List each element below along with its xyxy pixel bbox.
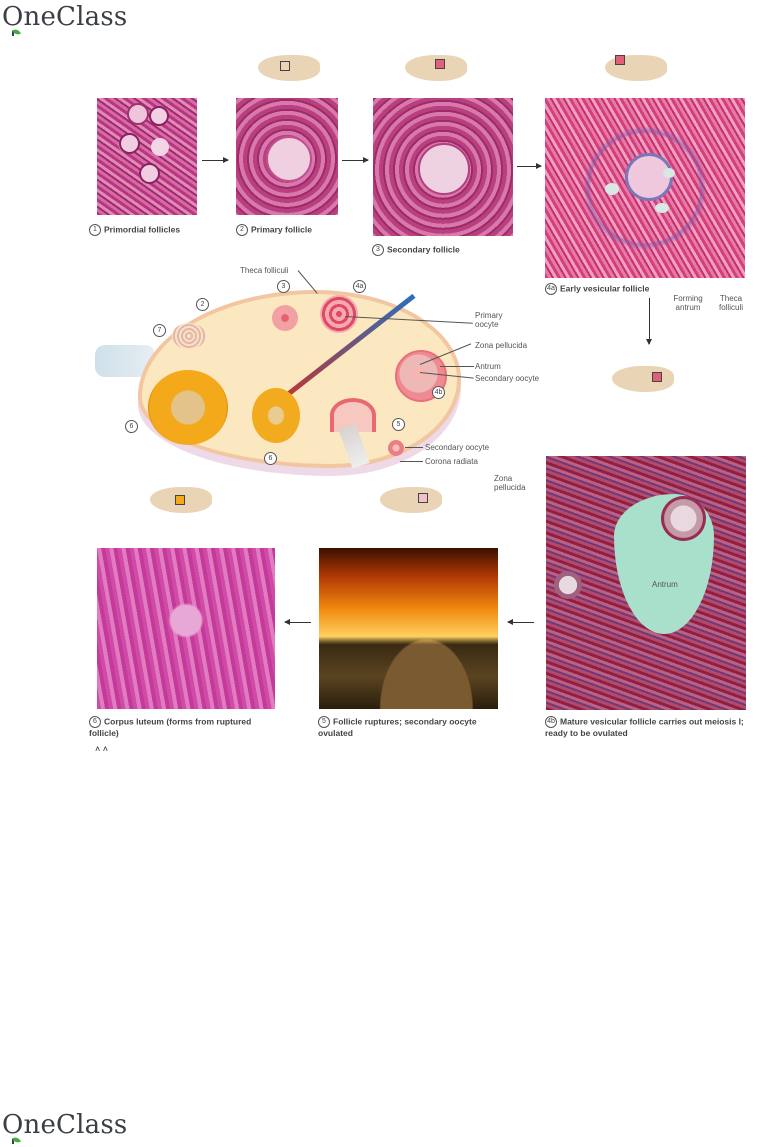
label-forming-antrum: Forming antrum xyxy=(673,294,703,312)
label-theca-folliculi-4a: Theca folliculi xyxy=(718,294,743,312)
logo-text: OneClass xyxy=(2,1110,128,1140)
corpus-luteum-small xyxy=(252,388,300,443)
oneclass-logo-header: OneClass xyxy=(2,2,128,37)
logo-text: OneClass xyxy=(2,2,128,32)
stray-marks: ˄ ˄ xyxy=(95,744,109,754)
arrow-3-to-4a xyxy=(517,163,542,169)
ovary-locator-5 xyxy=(380,487,442,513)
ovary-locator-6 xyxy=(150,487,212,513)
label-secondary-oocyte-1: Secondary oocyte xyxy=(475,374,540,383)
panel-primary-follicle-image xyxy=(236,98,338,215)
panel-follicle-rupture-image xyxy=(319,548,498,709)
marker-5: 5 xyxy=(392,418,405,431)
label-zona-pellucida-4b: Zona pellucida xyxy=(494,474,526,492)
ovulated-oocyte xyxy=(388,440,404,456)
corpus-albicans xyxy=(172,323,206,349)
label-antrum-4b: Antrum xyxy=(652,580,678,589)
arrow-4a-to-4b xyxy=(646,298,652,345)
label-secondary-oocyte-2: Secondary oocyte xyxy=(425,443,490,452)
ovary-locator-4b xyxy=(612,366,674,392)
marker-7: 7 xyxy=(153,324,166,337)
follicle-3 xyxy=(272,305,298,331)
label-antrum: Antrum xyxy=(475,362,501,371)
ovary-locator-4a xyxy=(605,55,667,81)
leader-line xyxy=(405,447,423,448)
arrow-1-to-2 xyxy=(202,157,229,163)
ovary-locator-3 xyxy=(405,55,467,81)
label-zona-pellucida: Zona pellucida xyxy=(475,341,528,350)
panel-secondary-follicle-image xyxy=(373,98,513,236)
leader-line xyxy=(400,461,423,462)
leader-line xyxy=(440,366,474,367)
oneclass-logo-footer: OneClass xyxy=(2,1110,128,1145)
label-corona-radiata: Corona radiata xyxy=(425,457,478,466)
ovary-locator-2 xyxy=(258,55,320,81)
follicle-4a xyxy=(320,295,358,333)
marker-4a: 4a xyxy=(353,280,366,293)
marker-4b: 4b xyxy=(432,386,445,399)
panel-early-vesicular-follicle-image xyxy=(545,98,745,278)
marker-2: 2 xyxy=(196,298,209,311)
marker-3: 3 xyxy=(277,280,290,293)
panel-primordial-follicles-image xyxy=(97,98,197,215)
corpus-luteum-large xyxy=(148,370,228,445)
arrow-5-to-6 xyxy=(284,619,311,625)
panel-corpus-luteum-image xyxy=(97,548,275,709)
label-primary-oocyte: Primary oocyte xyxy=(475,311,503,329)
panel-mature-vesicular-follicle-image: Antrum xyxy=(546,456,746,710)
marker-6-left: 6 xyxy=(125,420,138,433)
arrow-2-to-3 xyxy=(342,157,369,163)
marker-6-bottom: 6 xyxy=(264,452,277,465)
arrow-4b-to-5 xyxy=(507,619,534,625)
label-theca-folliculi: Theca folliculi xyxy=(240,266,289,275)
